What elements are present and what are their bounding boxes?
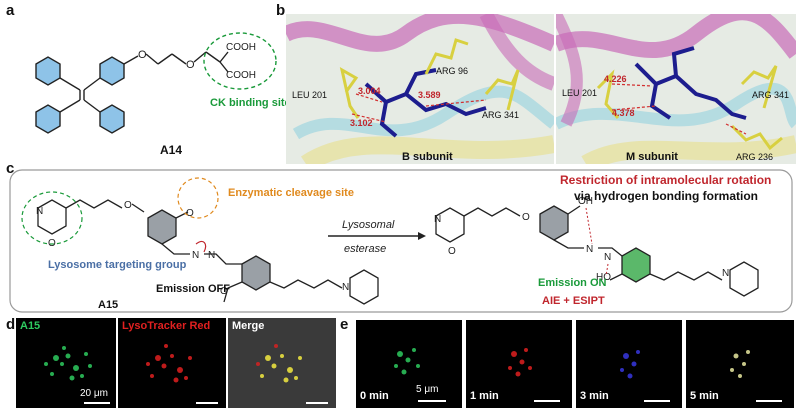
res-label-m2: ARG 341 bbox=[752, 90, 789, 100]
res-arg341 bbox=[484, 69, 520, 111]
enzymatic-label: Enzymatic cleavage site bbox=[228, 187, 354, 199]
oh-bottom: HO bbox=[596, 272, 611, 283]
micro-lysotracker: LysoTracker Red bbox=[118, 318, 226, 408]
svg-text:O: O bbox=[522, 212, 530, 223]
lysosome-label: Lysosome targeting group bbox=[48, 259, 187, 271]
micro-5min: 5 min bbox=[686, 320, 794, 408]
e-scalebar-3 bbox=[644, 400, 670, 402]
panel-label-e: e bbox=[340, 316, 349, 333]
res-arg341-m bbox=[740, 65, 778, 109]
a15-label: A15 bbox=[98, 299, 118, 311]
res-leu201 bbox=[339, 67, 360, 119]
phenyl-ring-2 bbox=[35, 104, 61, 134]
dist-3: 3.102 bbox=[350, 118, 373, 128]
res-label-1: ARG 96 bbox=[436, 66, 468, 76]
svg-text:N: N bbox=[36, 206, 43, 217]
micro-1min: 1 min bbox=[466, 320, 572, 408]
res-label-m3: ARG 236 bbox=[736, 152, 773, 162]
phenyl-ring-4 bbox=[99, 56, 125, 86]
d-scale-label: 20 μm bbox=[80, 388, 108, 399]
e-tile-label-4: 5 min bbox=[690, 390, 719, 402]
svg-text:N: N bbox=[342, 282, 349, 293]
micro-merge: Merge bbox=[228, 318, 336, 408]
svg-text:O: O bbox=[186, 208, 194, 219]
res-arg236-m bbox=[730, 124, 783, 151]
svg-text:N: N bbox=[192, 250, 199, 261]
binding-site-label: CK binding site bbox=[210, 97, 291, 109]
arrow-top-label: Lysosomal bbox=[342, 219, 395, 231]
e-scalebar-2 bbox=[534, 400, 560, 402]
micro-3min: 3 min bbox=[576, 320, 682, 408]
d-scalebar bbox=[84, 402, 110, 404]
cooh-top: COOH bbox=[226, 42, 256, 53]
svg-text:N: N bbox=[208, 250, 215, 261]
arrow-bottom-label: esterase bbox=[344, 243, 386, 255]
micro-0min: 0 min 5 μm bbox=[356, 320, 462, 408]
phenyl-ring-3 bbox=[99, 104, 125, 134]
d-tile-label-3: Merge bbox=[232, 320, 265, 332]
restriction-line2: via hydrogen bonding formation bbox=[574, 189, 758, 203]
svg-text:O: O bbox=[186, 59, 195, 71]
res-leu201-m bbox=[596, 69, 620, 119]
lysosome-circle bbox=[21, 191, 83, 245]
e-tile-label-2: 1 min bbox=[470, 390, 499, 402]
svg-text:N: N bbox=[604, 252, 611, 263]
svg-text:N: N bbox=[586, 244, 593, 255]
e-scale-label: 5 μm bbox=[416, 384, 439, 395]
e-scalebar-4 bbox=[756, 400, 782, 402]
dist-1: 3.004 bbox=[358, 86, 381, 96]
emission-off-label: Emission OFF bbox=[156, 283, 230, 295]
res-label-3: ARG 341 bbox=[482, 110, 519, 120]
dist-m2: 4.378 bbox=[612, 108, 635, 118]
phenyl-ring-1 bbox=[35, 56, 61, 86]
b-subunit-label: B subunit bbox=[402, 151, 453, 163]
a14-structure: O O COOH COOH CK binding site A14 bbox=[35, 32, 291, 157]
binding-site-circle bbox=[203, 32, 277, 90]
res-label-2: LEU 201 bbox=[292, 90, 327, 100]
d-scalebar-2 bbox=[196, 402, 218, 404]
e-scalebar bbox=[418, 400, 446, 402]
panel-label-c: c bbox=[6, 160, 15, 177]
svg-text:O: O bbox=[220, 286, 228, 297]
m-subunit-label: M subunit bbox=[626, 151, 678, 163]
docking-m-subunit: LEU 201 ARG 341 ARG 236 4.226 4.378 M su… bbox=[556, 14, 796, 164]
cleavage-circle bbox=[177, 177, 219, 219]
aie-label: AIE + ESIPT bbox=[542, 295, 605, 307]
panel-label-b: b bbox=[276, 2, 286, 19]
docking-b-subunit: ARG 96 LEU 201 ARG 341 3.004 3.589 3.102… bbox=[286, 14, 554, 164]
dist-2: 3.589 bbox=[418, 90, 441, 100]
res-arg96 bbox=[424, 38, 469, 75]
svg-text:O: O bbox=[124, 200, 132, 211]
panel-label-d: d bbox=[6, 316, 16, 333]
e-tile-label-1: 0 min bbox=[360, 390, 389, 402]
restriction-line1: Restriction of intramolecular rotation bbox=[560, 173, 771, 187]
micro-a15: A15 20 μm bbox=[16, 318, 116, 408]
d-tile-label-2: LysoTracker Red bbox=[122, 320, 211, 332]
a14-label: A14 bbox=[160, 143, 182, 157]
panel-label-a: a bbox=[6, 2, 15, 19]
a15-mechanism: N O O O N N O N Enzymatic cleavage site … bbox=[9, 169, 793, 313]
d-scalebar-3 bbox=[306, 402, 328, 404]
oh-top: OH bbox=[578, 196, 593, 207]
svg-text:N: N bbox=[434, 214, 441, 225]
svg-text:N: N bbox=[722, 268, 729, 279]
d-tile-label-1: A15 bbox=[20, 320, 41, 332]
e-tile-label-3: 3 min bbox=[580, 390, 609, 402]
dist-m1: 4.226 bbox=[604, 74, 627, 84]
svg-text:O: O bbox=[448, 246, 456, 257]
emission-on-label: Emission ON bbox=[538, 277, 607, 289]
cooh-bottom: COOH bbox=[226, 70, 256, 81]
res-label-m1: LEU 201 bbox=[562, 88, 597, 98]
svg-text:O: O bbox=[138, 49, 147, 61]
